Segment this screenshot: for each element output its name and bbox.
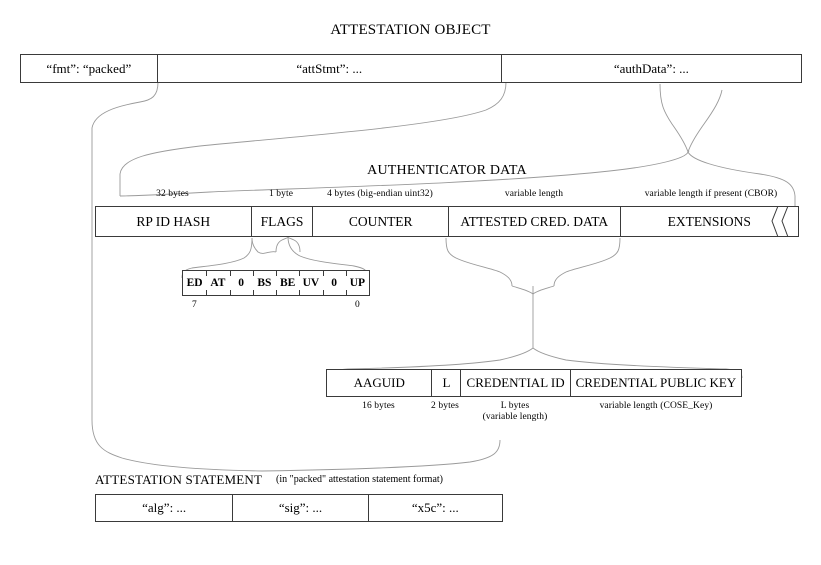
field-attested-cred-data[interactable]: ATTESTED CRED. DATA: [448, 207, 620, 236]
field-aaguid[interactable]: AAGUID: [353, 375, 405, 390]
note-rp-id-hash-size: 32 bytes: [156, 189, 189, 199]
flag-bit-bs[interactable]: BS: [252, 271, 276, 295]
field-flags[interactable]: FLAGS: [250, 207, 313, 236]
attested-credential-data-row: AAGUID L CREDENTIAL ID CREDENTIAL PUBLIC…: [326, 369, 742, 397]
note-flags-size: 1 byte: [268, 189, 294, 199]
note-extensions-size: variable length if present (CBOR): [644, 189, 778, 199]
attestation-statement-row: “alg”: ... “sig”: ... “x5c”: ...: [95, 494, 503, 522]
flag-bit-reserved-5[interactable]: 0: [229, 271, 253, 295]
flag-bit-up[interactable]: UP: [345, 271, 369, 295]
flag-bit-at[interactable]: AT: [206, 271, 229, 295]
flag-bit-uv[interactable]: UV: [299, 271, 322, 295]
note-aaguid-size: 16 bytes: [362, 401, 395, 411]
field-extensions[interactable]: EXTENSIONS: [619, 207, 798, 236]
field-authdata[interactable]: “authData”: ...: [500, 55, 801, 82]
note-attested-cred-data-size: variable length: [504, 189, 564, 199]
flags-lsb-index: 0: [355, 300, 360, 310]
note-counter-size: 4 bytes (big-endian uint32): [327, 189, 433, 199]
truncation-break-icon: [771, 206, 789, 237]
field-fmt[interactable]: “fmt”: “packed”: [46, 60, 132, 76]
note-credential-id-size: L bytes: [500, 401, 530, 411]
field-x5c[interactable]: “x5c”: ...: [367, 495, 502, 521]
field-credential-id[interactable]: CREDENTIAL ID: [460, 370, 569, 396]
flags-bit-row: ED AT 0 BS BE UV 0 UP: [182, 270, 370, 296]
authenticator-data-title: AUTHENTICATOR DATA: [367, 163, 527, 178]
field-attstmt[interactable]: “attStmt”: ...: [156, 55, 501, 82]
flag-bit-be[interactable]: BE: [276, 271, 299, 295]
attestation-object-row: “fmt”: “packed” “attStmt”: ... “authData…: [20, 54, 802, 83]
field-counter[interactable]: COUNTER: [312, 207, 448, 236]
attestation-statement-title: ATTESTATION STATEMENT: [95, 472, 263, 487]
authenticator-data-row: RP ID HASH FLAGS COUNTER ATTESTED CRED. …: [95, 206, 799, 237]
note-credential-id-size-2: (variable length): [482, 412, 548, 422]
flag-bit-ed[interactable]: ED: [186, 277, 203, 289]
attestation-statement-subtitle: (in "packed" attestation statement forma…: [276, 474, 443, 485]
flags-msb-index: 7: [192, 300, 197, 310]
field-credential-public-key[interactable]: CREDENTIAL PUBLIC KEY: [569, 370, 741, 396]
field-rp-id-hash[interactable]: RP ID HASH: [136, 213, 211, 229]
field-sig[interactable]: “sig”: ...: [232, 495, 367, 521]
note-credential-public-key-size: variable length (COSE_Key): [599, 401, 713, 411]
field-alg[interactable]: “alg”: ...: [142, 500, 187, 515]
field-l[interactable]: L: [431, 370, 460, 396]
flag-bit-reserved-1[interactable]: 0: [322, 271, 346, 295]
page-title: ATTESTATION OBJECT: [330, 22, 491, 38]
note-l-size: 2 bytes: [431, 401, 459, 411]
